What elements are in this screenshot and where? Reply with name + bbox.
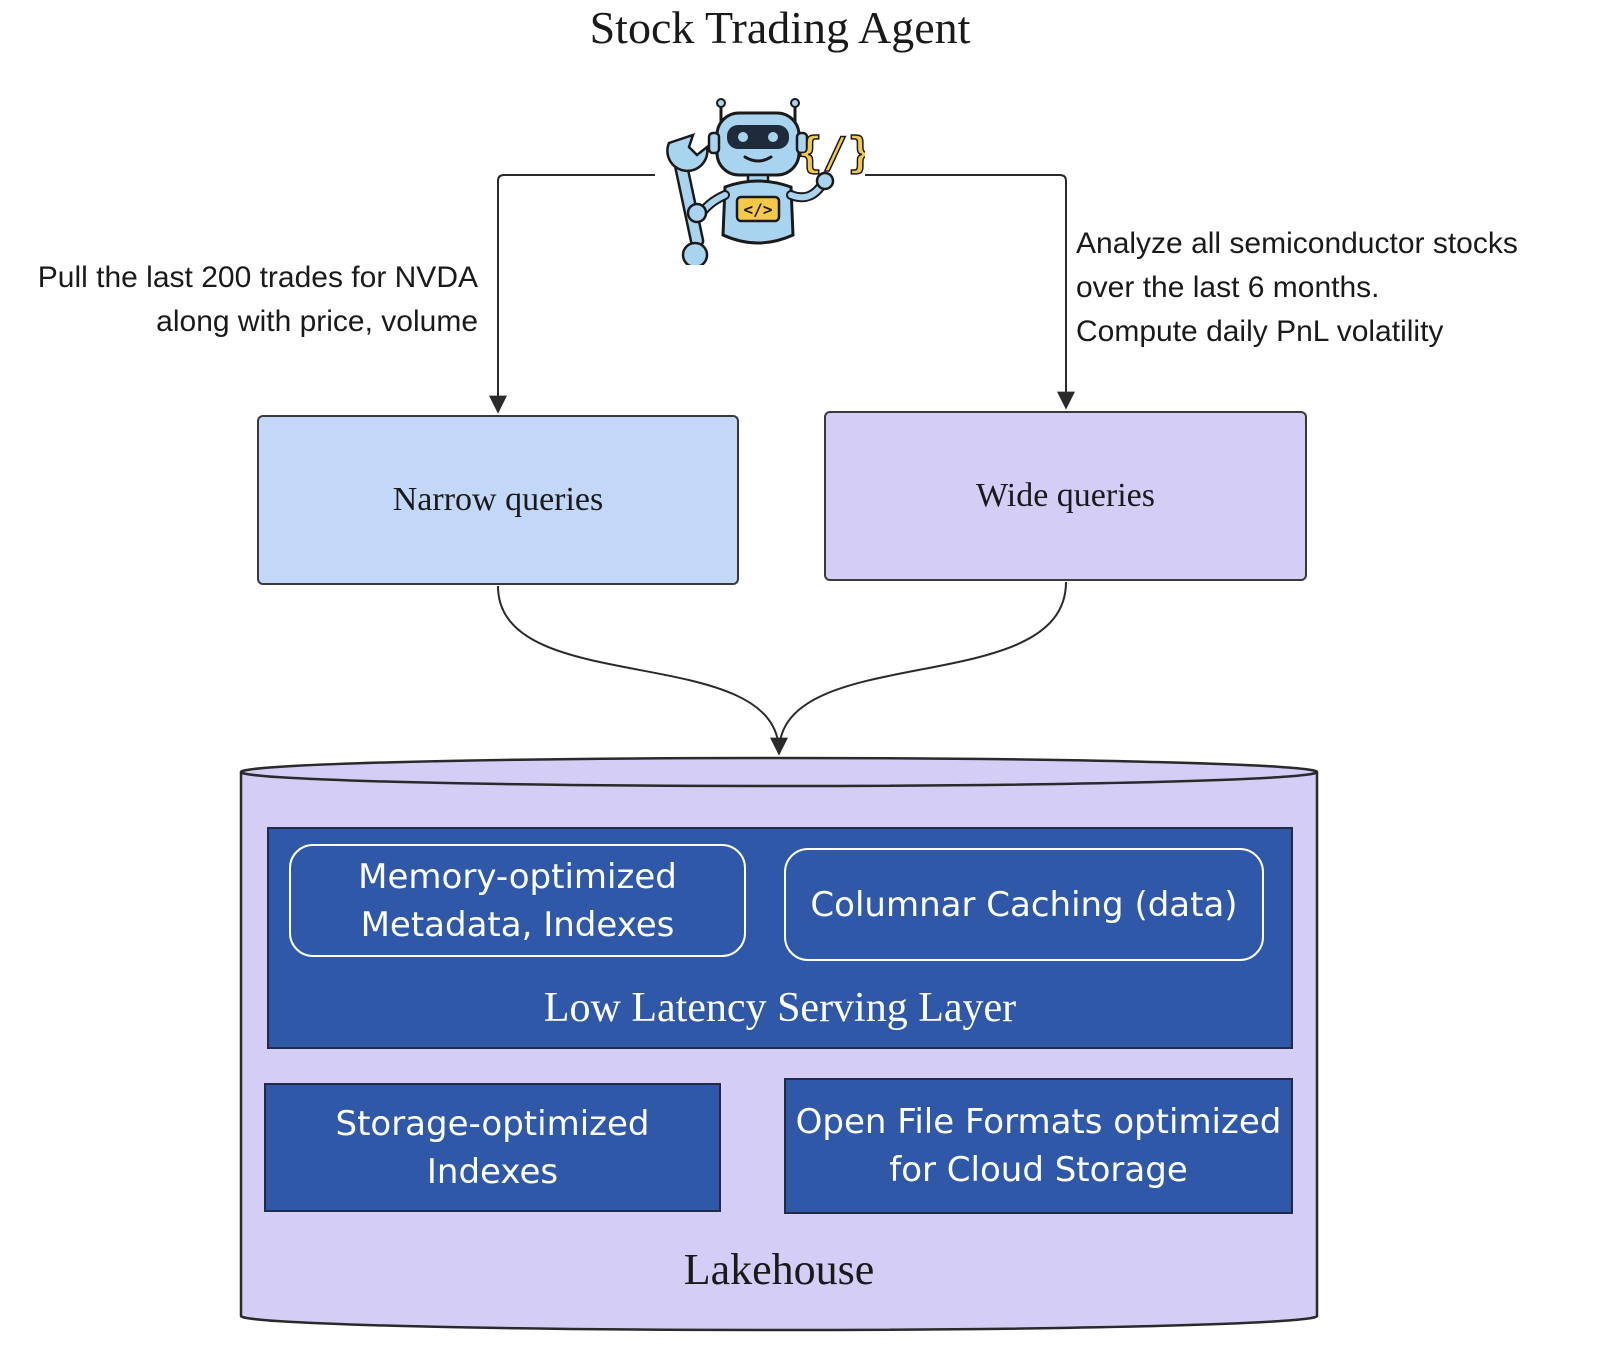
box-line: Open File Formats optimized <box>795 1102 1282 1142</box>
wide-query-example: Analyze all semiconductor stocks over th… <box>1076 222 1518 354</box>
connector-agent-to-narrow <box>489 174 655 414</box>
wrench-icon <box>666 133 709 265</box>
columnar-caching-pill: Columnar Caching (data) <box>784 848 1264 961</box>
box-line: for Cloud Storage <box>889 1150 1188 1190</box>
caption-line: Analyze all semiconductor stocks <box>1076 227 1518 260</box>
diagram-title: Stock Trading Agent <box>589 2 971 53</box>
wide-queries-label: Wide queries <box>976 477 1155 514</box>
robot-badge: </> <box>744 200 773 219</box>
caption-line: over the last 6 months. <box>1076 271 1380 304</box>
connector-narrow-to-lakehouse <box>497 585 788 756</box>
svg-text:{/}: {/} <box>797 128 865 177</box>
box-line: Indexes <box>426 1151 559 1192</box>
narrow-queries-label: Narrow queries <box>392 481 604 518</box>
caption-line: along with price, volume <box>156 305 478 338</box>
narrow-query-example: Pull the last 200 trades for NVDA along … <box>38 256 478 344</box>
connector-agent-to-wide <box>865 174 1075 410</box>
storage-optimized-box: Storage-optimized Indexes <box>264 1083 721 1212</box>
open-file-formats-box: Open File Formats optimized for Cloud St… <box>784 1078 1293 1214</box>
robot-icon: </> {/} <box>666 98 865 265</box>
narrow-queries-box: Narrow queries <box>257 415 739 585</box>
lakehouse-label: Lakehouse <box>683 1245 875 1294</box>
serving-layer-label: Low Latency Serving Layer <box>543 985 1017 1031</box>
columnar-caching-label: Columnar Caching (data) <box>810 884 1238 925</box>
connector-wide-to-lakehouse <box>778 581 1067 753</box>
pill-line: Memory-optimized <box>358 856 677 897</box>
caption-line: Compute daily PnL volatility <box>1076 315 1444 348</box>
box-line: Storage-optimized <box>335 1103 650 1144</box>
pill-line: Metadata, Indexes <box>360 904 675 945</box>
wide-queries-box: Wide queries <box>824 411 1307 581</box>
braces-icon: {/} <box>796 127 865 178</box>
serving-layer-box <box>267 827 1293 1049</box>
caption-line: Pull the last 200 trades for NVDA <box>37 261 478 294</box>
memory-optimized-pill: Memory-optimized Metadata, Indexes <box>289 844 746 957</box>
